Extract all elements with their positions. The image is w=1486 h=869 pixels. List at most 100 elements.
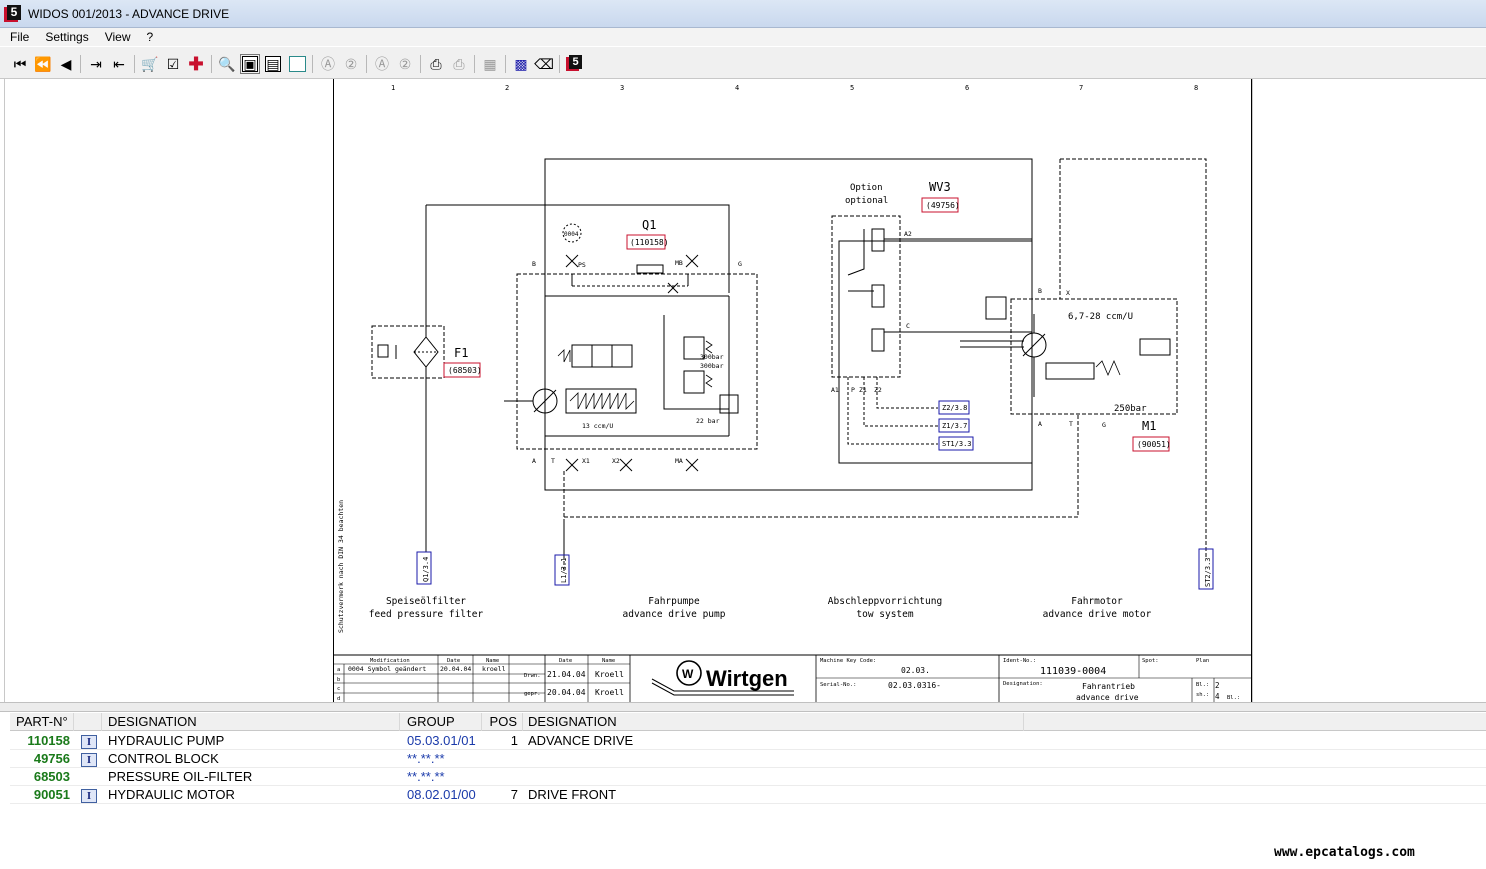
- table-row[interactable]: 49756 I CONTROL BLOCK **.**.**: [10, 750, 1486, 768]
- xref-q1[interactable]: Q1/3.4: [422, 557, 430, 582]
- part-number: 68503: [33, 769, 70, 784]
- tb-sheet-label: Bl.:: [1196, 682, 1209, 688]
- grid-number: 2: [505, 84, 509, 92]
- header-pos[interactable]: POS: [483, 713, 523, 731]
- toolbar-separator: [80, 55, 81, 73]
- group-designation: DRIVE FRONT: [528, 787, 617, 802]
- part-designation: HYDRAULIC PUMP: [108, 733, 225, 748]
- frame-icon[interactable]: [289, 56, 306, 72]
- hydraulic-schematic[interactable]: 1 2 3 4 5 6 7 8 F1 (68503) Q1 (110158) 0…: [333, 79, 1252, 702]
- zoom-icon[interactable]: 🔍: [218, 56, 236, 72]
- m1-ref[interactable]: (90051): [1137, 440, 1171, 449]
- wirtgen-logo-text: Wirtgen: [706, 666, 788, 691]
- supply-line: [426, 204, 730, 293]
- eraser-icon[interactable]: ⌫: [534, 56, 554, 72]
- xref-z1[interactable]: Z1/3.7: [942, 422, 967, 430]
- search-b1-icon[interactable]: Ⓐ: [375, 56, 389, 72]
- page-view-icon[interactable]: ▣: [240, 54, 260, 74]
- pump-q1[interactable]: [516, 273, 758, 450]
- group-link[interactable]: 05.03.01/01: [407, 733, 476, 748]
- table-row[interactable]: 68503 PRESSURE OIL-FILTER **.**.**: [10, 768, 1486, 786]
- tb-gepr-date: 20.04.04: [547, 688, 586, 697]
- pane-splitter[interactable]: [0, 702, 1486, 712]
- xref-st1[interactable]: ST1/3.3: [942, 440, 972, 448]
- header-part-no[interactable]: PART-N°: [10, 713, 74, 731]
- option-de: Option: [850, 183, 883, 193]
- previous-section-icon[interactable]: ⏪: [34, 56, 52, 72]
- menu-file[interactable]: File: [10, 30, 30, 44]
- add-icon[interactable]: ✚: [188, 54, 204, 74]
- table-row[interactable]: 90051 I HYDRAULIC MOTOR 08.02.01/00 7 DR…: [10, 786, 1486, 804]
- wv3-ref[interactable]: (49756): [926, 201, 960, 210]
- menu-view[interactable]: View: [104, 30, 131, 44]
- port-mb: MB: [675, 259, 683, 267]
- search-a1-icon[interactable]: Ⓐ: [321, 56, 335, 72]
- grid-number: 8: [1194, 84, 1198, 92]
- info-button[interactable]: I: [81, 789, 97, 803]
- menu-settings[interactable]: Settings: [45, 30, 89, 44]
- option-en: optional: [845, 196, 888, 206]
- import-icon[interactable]: ⇤: [113, 56, 125, 72]
- header-designation-2[interactable]: DESIGNATION: [524, 713, 1024, 731]
- group-link[interactable]: **.**.**: [407, 751, 445, 766]
- note-icon[interactable]: ▦: [483, 56, 497, 72]
- tb-ident-label: Ident-No.:: [1003, 658, 1036, 664]
- print-preview-icon[interactable]: ⎙: [453, 56, 465, 72]
- valve-wv3[interactable]: [831, 215, 1032, 378]
- info-button[interactable]: I: [81, 753, 97, 767]
- q1-ref[interactable]: (110158): [630, 238, 669, 247]
- grid-number: 1: [391, 84, 395, 92]
- section-tow-en: tow system: [856, 609, 913, 620]
- watermark: www.epcatalogs.com: [1274, 845, 1415, 860]
- tb-designation-label: Designation:: [1003, 681, 1043, 687]
- filter-f1[interactable]: [371, 205, 445, 552]
- section-tow-de: Abschleppvorrichtung: [828, 596, 942, 607]
- group-link[interactable]: **.**.**: [407, 769, 445, 784]
- f1-ref[interactable]: (68503): [448, 366, 482, 375]
- part-designation: PRESSURE OIL-FILTER: [108, 769, 253, 784]
- tb-drwn-name: Kroell: [595, 670, 624, 679]
- svg-text:W: W: [682, 667, 694, 681]
- header-info: [76, 713, 102, 731]
- basket-icon[interactable]: 🛒: [141, 56, 159, 72]
- page-copy-icon[interactable]: ▤: [265, 56, 281, 72]
- group-link[interactable]: 08.02.01/00: [407, 787, 476, 802]
- tb-machine-key: 02.03.: [901, 666, 930, 675]
- displacement-label: 6,7-28 ccm/U: [1068, 312, 1133, 322]
- search-b2-icon[interactable]: ②: [398, 56, 412, 72]
- toolbar-separator: [211, 55, 212, 73]
- title-bar: 5 WIDOS 001/2013 - ADVANCE DRIVE: [0, 0, 1486, 28]
- pressure-300a: 300bar: [700, 353, 724, 361]
- xref-st2[interactable]: ST2/3.3: [1204, 557, 1212, 587]
- toolbar-separator: [420, 55, 421, 73]
- tb-ident: 111039-0004: [1040, 666, 1106, 677]
- position: 1: [510, 733, 518, 748]
- group-designation: [524, 768, 1024, 786]
- info-button[interactable]: I: [81, 735, 97, 749]
- motor-m1[interactable]: [1010, 89, 1207, 559]
- section-pump-de: Fahrpumpe: [648, 596, 700, 607]
- grid-numbers: 1 2 3 4 5 6 7 8: [391, 84, 1198, 92]
- tb-bl-label: Bl.:: [1227, 695, 1240, 701]
- export-icon[interactable]: ⇥: [90, 56, 102, 72]
- port-z1: Z1: [859, 386, 867, 394]
- header-group[interactable]: GROUP: [402, 713, 482, 731]
- xref-l1[interactable]: L1/3.1: [560, 558, 568, 583]
- wirtgen-logo-icon[interactable]: 5: [566, 55, 584, 73]
- menu-help[interactable]: ?: [146, 30, 154, 44]
- port-a-left: A: [532, 457, 536, 465]
- header-designation[interactable]: DESIGNATION: [104, 713, 400, 731]
- order-list-icon[interactable]: ☑: [166, 56, 180, 72]
- tb-name2-hdr: Name: [602, 658, 615, 664]
- table-row[interactable]: 110158 I HYDRAULIC PUMP 05.03.01/01 1 AD…: [10, 732, 1486, 750]
- part-number: 110158: [27, 733, 70, 748]
- print-icon[interactable]: ⎙: [430, 56, 442, 72]
- search-a2-icon[interactable]: ②: [344, 56, 358, 72]
- xref-z2[interactable]: Z2/3.8: [942, 404, 967, 412]
- tb-date2-hdr: Date: [559, 658, 572, 664]
- highlight-icon[interactable]: ▩: [514, 56, 528, 72]
- first-page-icon[interactable]: ⏮: [13, 56, 27, 72]
- wirtgen-logo: W Wirtgen: [651, 660, 794, 696]
- section-filter-de: Speiseölfilter: [386, 596, 466, 607]
- previous-page-icon[interactable]: ◀: [60, 56, 72, 72]
